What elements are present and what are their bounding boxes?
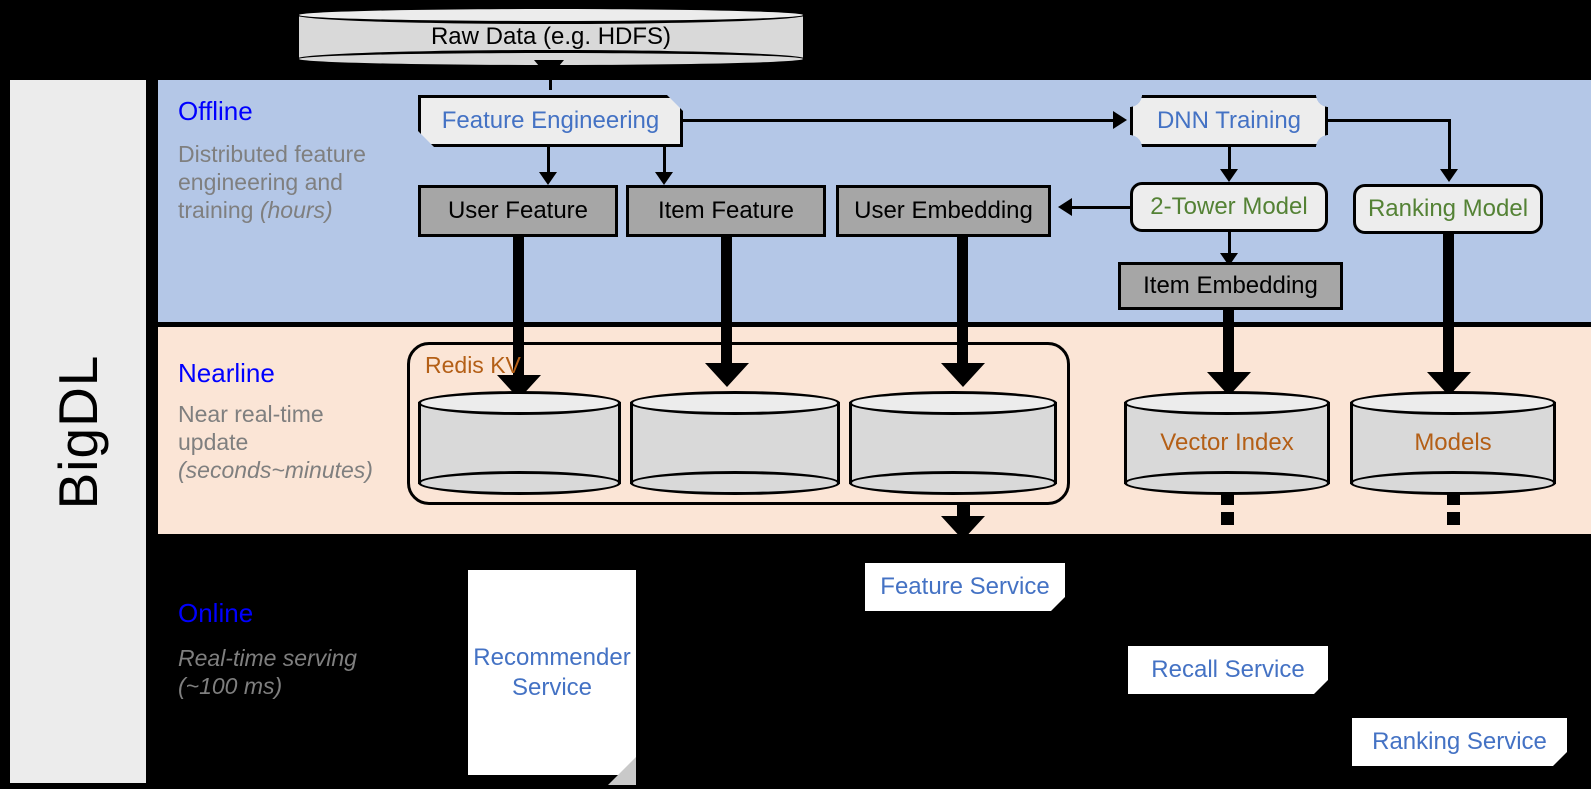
- arrowhead-fe-userfeature: [539, 172, 557, 185]
- connector-dnn-rankingmodel-h: [1328, 119, 1451, 122]
- node-label: Feature Engineering: [441, 107, 660, 134]
- connector-fe-userfeature: [547, 147, 550, 179]
- node-label: User Feature: [447, 197, 589, 224]
- arrowhead-dnn-rankingmodel: [1440, 169, 1458, 182]
- cylinder-bottom: [418, 471, 621, 495]
- node-item-embedding[interactable]: Item Embedding: [1118, 262, 1343, 310]
- layer-subtitle-online-em: (~100 ms): [178, 673, 283, 700]
- connector-fe-itemfeature: [663, 147, 666, 179]
- layer-subtitle-offline-em: (hours): [259, 197, 333, 224]
- link-stub-models-b: [1447, 512, 1460, 525]
- pipe-userembedding-store: [957, 237, 968, 379]
- cylinder-top: [296, 6, 806, 24]
- node-2-tower-model[interactable]: 2-Tower Model: [1130, 182, 1328, 232]
- connector-dnn-rankingmodel-v: [1448, 119, 1451, 174]
- store-label: Models: [1414, 429, 1492, 456]
- card-ranking-service[interactable]: Ranking Service: [1352, 718, 1567, 766]
- node-label: DNN Training: [1156, 107, 1302, 134]
- store-cylinder-user-embedding[interactable]: [849, 391, 1057, 495]
- bigdl-label: BigDL: [47, 354, 109, 509]
- arrowhead-fe-dnn: [1113, 111, 1127, 129]
- layer-title-nearline: Nearline: [178, 358, 275, 388]
- arrowhead-rawdata-fe: [534, 60, 564, 78]
- bigdl-sidebar: BigDL: [8, 78, 148, 785]
- layer-title-offline: Offline: [178, 96, 253, 126]
- pipe-userfeature-store: [513, 237, 524, 392]
- node-user-feature[interactable]: User Feature: [418, 185, 618, 237]
- layer-subtitle-offline: Distributed feature engineering and trai…: [178, 140, 393, 224]
- layer-subtitle-offline-text: Distributed feature engineering and trai…: [178, 141, 366, 224]
- cylinder-top: [1350, 391, 1556, 415]
- arrowhead-dnn-2tower: [1220, 169, 1238, 182]
- arrowhead-store-featureservice: [941, 516, 985, 540]
- arrowhead-fe-itemfeature: [655, 172, 673, 185]
- card-label: Ranking Service: [1372, 728, 1547, 755]
- raw-data-label: Raw Data (e.g. HDFS): [430, 23, 672, 50]
- card-label: Feature Service: [880, 573, 1050, 600]
- pipe-itemfeature-store: [721, 237, 732, 379]
- card-feature-service[interactable]: Feature Service: [865, 563, 1065, 611]
- link-stub-models-a: [1447, 492, 1460, 505]
- raw-data-cylinder: Raw Data (e.g. HDFS): [296, 6, 806, 68]
- node-ranking-model[interactable]: Ranking Model: [1353, 184, 1543, 234]
- cylinder-top: [849, 391, 1057, 415]
- card-label: Recommender Service: [473, 643, 631, 701]
- node-feature-engineering[interactable]: Feature Engineering: [418, 95, 683, 147]
- pipe-rankingmodel-models: [1443, 234, 1454, 388]
- card-label: Recall Service: [1151, 656, 1305, 683]
- connector-rawdata-fe: [549, 68, 552, 90]
- layer-subtitle-nearline: Near real-time update (seconds~minutes): [178, 400, 393, 484]
- arrowhead-2tower-userembedding: [1058, 198, 1072, 216]
- node-label: Item Feature: [657, 197, 795, 224]
- connector-2tower-userembedding: [1072, 206, 1132, 209]
- link-stub-featureservice: [957, 505, 970, 518]
- cylinder-top: [1124, 391, 1330, 415]
- arrowhead-itemfeature-store: [705, 363, 749, 387]
- cylinder-bottom: [1350, 471, 1556, 495]
- cylinder-top: [418, 391, 621, 415]
- card-recall-service[interactable]: Recall Service: [1128, 646, 1328, 694]
- redis-kv-label: Redis KV: [425, 352, 521, 378]
- store-cylinder-item-feature[interactable]: [630, 391, 840, 495]
- link-stub-vectorindex-a: [1221, 492, 1234, 505]
- store-cylinder-vector-index[interactable]: Vector Index: [1124, 391, 1330, 495]
- node-label: Item Embedding: [1143, 272, 1318, 299]
- pipe-itemembedding-vectorindex: [1223, 310, 1234, 388]
- card-recommender-service[interactable]: Recommender Service: [468, 570, 636, 775]
- node-item-feature[interactable]: Item Feature: [626, 185, 826, 237]
- node-user-embedding[interactable]: User Embedding: [836, 185, 1051, 237]
- cylinder-bottom: [849, 471, 1057, 495]
- node-label: User Embedding: [854, 197, 1033, 224]
- store-cylinder-user-feature[interactable]: [418, 391, 621, 495]
- store-label: Vector Index: [1160, 429, 1294, 456]
- redis-kv-container: [407, 342, 1070, 505]
- layer-title-online: Online: [178, 598, 254, 628]
- cylinder-bottom: [630, 471, 840, 495]
- store-cylinder-models[interactable]: Models: [1350, 391, 1556, 495]
- connector-dnn-2tower: [1228, 147, 1231, 174]
- cylinder-body: [418, 402, 621, 484]
- node-dnn-training[interactable]: DNN Training: [1130, 95, 1328, 147]
- link-stub-vectorindex-b: [1221, 512, 1234, 525]
- connector-2tower-itemembedding: [1228, 232, 1231, 259]
- layer-subtitle-online: Real-time serving (~100 ms): [178, 644, 393, 700]
- connector-fe-dnn: [683, 119, 1115, 122]
- layer-subtitle-nearline-em: (seconds~minutes): [178, 457, 373, 484]
- node-label: Ranking Model: [1367, 195, 1529, 222]
- layer-subtitle-nearline-text: Near real-time update: [178, 401, 324, 456]
- cylinder-top: [630, 391, 840, 415]
- layer-subtitle-online-text: Real-time serving: [178, 645, 357, 671]
- arrowhead-userembedding-store: [941, 363, 985, 387]
- node-label: 2-Tower Model: [1150, 193, 1308, 220]
